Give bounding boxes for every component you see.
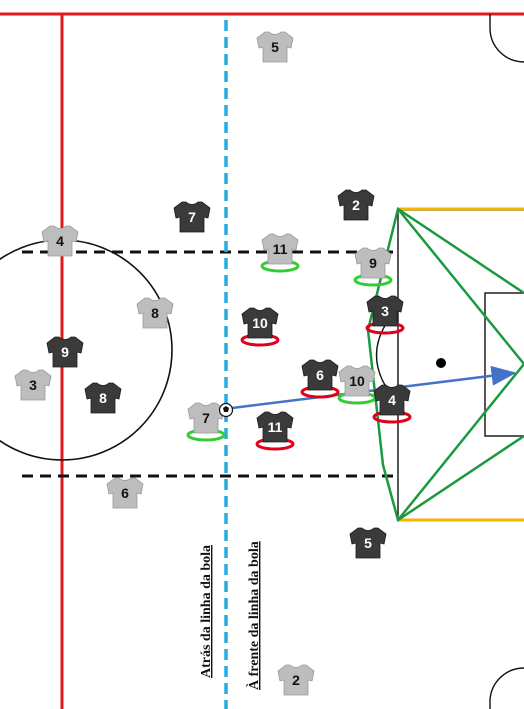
- shirt-icon: [349, 527, 387, 559]
- player-number: 9: [369, 255, 377, 271]
- player-number: 8: [99, 390, 107, 406]
- player-number: 7: [202, 410, 210, 426]
- pass-arrow: [231, 365, 517, 410]
- player-light-4: 4: [41, 225, 79, 257]
- player-dark-8: 8: [84, 382, 122, 414]
- corner-arc-top: [489, 14, 524, 63]
- cone-outline: [366, 206, 524, 523]
- shirt-icon: [373, 384, 411, 416]
- player-number: 3: [381, 303, 389, 319]
- shirt-icon: [46, 336, 84, 368]
- player-dark-4: 4: [373, 384, 411, 416]
- shirt-icon: [337, 189, 375, 221]
- shirt-icon: [256, 411, 294, 443]
- shirt-icon: [261, 233, 299, 265]
- shirt-icon: [256, 31, 294, 63]
- label-ahead-ball: À frente da linha da bola: [245, 541, 262, 690]
- player-light-11: 11: [261, 233, 299, 265]
- player-number: 10: [349, 373, 365, 389]
- shirt-icon: [366, 295, 404, 327]
- players: 2 7 9 8 10 3 6 4 11 5 5 4 8 3 6 7 11 9 10 2: [14, 31, 411, 696]
- center-circle: [0, 239, 173, 461]
- player-number: 2: [292, 672, 300, 688]
- player-dark-3: 3: [366, 295, 404, 327]
- player-light-2: 2: [277, 664, 315, 696]
- player-number: 4: [56, 233, 64, 249]
- cone-line-upper: [397, 208, 524, 365]
- pitch-markings: [0, 12, 524, 709]
- shirt-icon: [136, 297, 174, 329]
- player-dark-6: 6: [301, 359, 339, 391]
- player-dark-5: 5: [349, 527, 387, 559]
- player-dark-9: 9: [46, 336, 84, 368]
- player-number: 2: [352, 197, 360, 213]
- player-number: 11: [273, 241, 288, 257]
- shirt-icon: [338, 365, 376, 397]
- player-number: 7: [188, 209, 196, 225]
- player-light-8: 8: [136, 297, 174, 329]
- player-dark-2-top: 2: [337, 189, 375, 221]
- shirt-icon: [301, 359, 339, 391]
- shirt-icon: [84, 382, 122, 414]
- shirt-icon: [187, 402, 225, 434]
- player-number: 11: [268, 419, 283, 435]
- cone-line-lower: [397, 363, 524, 521]
- player-number: 8: [151, 305, 159, 321]
- shirt-icon: [277, 664, 315, 696]
- penalty-area: [397, 209, 524, 521]
- penalty-spot: [436, 358, 446, 368]
- player-number: 5: [364, 535, 372, 551]
- player-light-5: 5: [256, 31, 294, 63]
- player-dark-11: 11: [256, 411, 294, 443]
- shirt-icon: [173, 201, 211, 233]
- player-light-6: 6: [106, 477, 144, 509]
- player-number: 4: [388, 392, 396, 408]
- shirt-icon: [241, 307, 279, 339]
- label-behind-ball: Atrás da linha da bola: [199, 545, 214, 678]
- player-number: 3: [29, 377, 37, 393]
- player-rings: [186, 259, 412, 451]
- shirt-icon: [41, 225, 79, 257]
- defensive-cone: [366, 206, 524, 523]
- shirt-icon: [354, 247, 392, 279]
- goal-area: [484, 292, 524, 437]
- player-number: 5: [271, 39, 279, 55]
- shirt-icon: [106, 477, 144, 509]
- player-light-3: 3: [14, 369, 52, 401]
- player-number: 6: [316, 367, 324, 383]
- corner-arc-bottom: [489, 667, 524, 709]
- ball: [218, 402, 234, 418]
- player-light-10: 10: [338, 365, 376, 397]
- shirt-icon: [14, 369, 52, 401]
- player-number: 9: [61, 344, 69, 360]
- player-dark-7: 7: [173, 201, 211, 233]
- player-dark-10: 10: [241, 307, 279, 339]
- player-number: 10: [252, 315, 268, 331]
- player-light-9: 9: [354, 247, 392, 279]
- player-number: 6: [121, 485, 129, 501]
- player-light-7: 7: [187, 402, 225, 434]
